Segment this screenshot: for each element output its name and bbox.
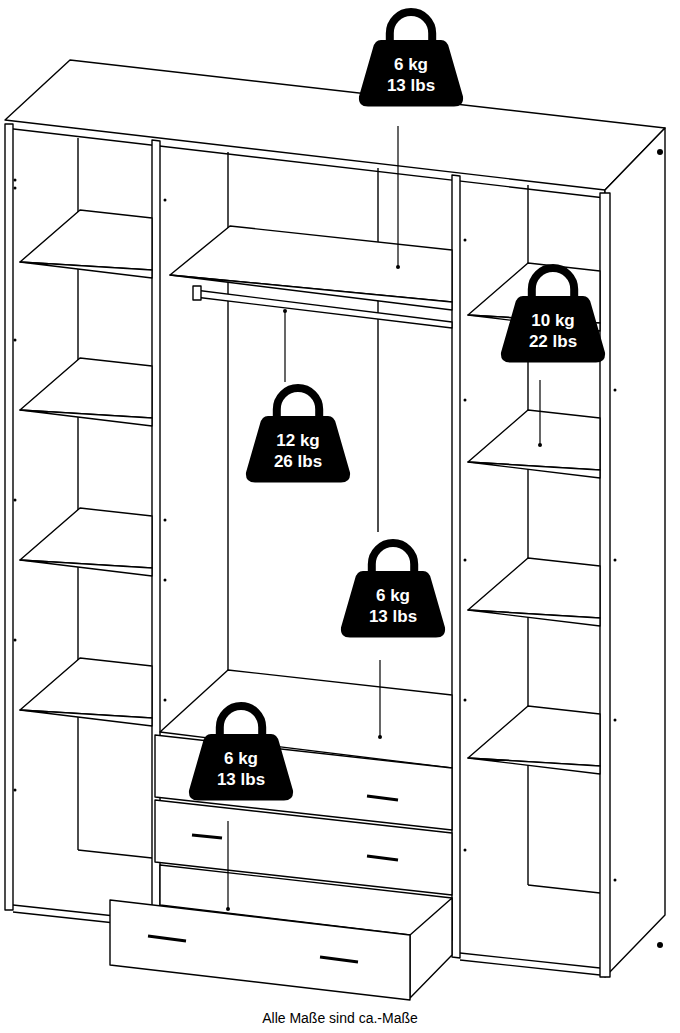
weight-lbs: 13 lbs [188, 769, 294, 790]
weight-body [501, 296, 605, 363]
fixing-holes [14, 149, 664, 948]
weight-lbs: 13 lbs [358, 75, 464, 96]
weight-body [341, 571, 445, 638]
weight-lbs: 26 lbs [245, 451, 351, 472]
drawer-side [410, 898, 452, 998]
leader-dots [226, 265, 542, 911]
weight-kg: 6 kg [340, 585, 446, 606]
weight-icon: 6 kg13 lbs [358, 4, 464, 107]
clothes-rail [195, 290, 452, 328]
rail-holder [193, 286, 201, 300]
side-front [5, 124, 13, 910]
weight-icon: 6 kg13 lbs [340, 535, 446, 638]
weight-kg: 10 kg [500, 310, 606, 331]
caption: Alle Maße sind ca.-Maße [0, 1010, 680, 1026]
weight-kg: 6 kg [358, 54, 464, 75]
top-panel [5, 60, 665, 190]
weight-icon: 6 kg13 lbs [188, 698, 294, 801]
weight-icon: 12 kg26 lbs [245, 380, 351, 483]
weight-body [189, 734, 293, 801]
side-front [600, 193, 610, 977]
side-panel [605, 128, 665, 977]
bottom-edge [460, 953, 600, 968]
weight-lbs: 22 lbs [500, 331, 606, 352]
weight-icon: 10 kg22 lbs [500, 260, 606, 363]
weight-lbs: 13 lbs [340, 606, 446, 627]
drawer-handles [148, 796, 398, 962]
back-line [377, 168, 378, 532]
divider [452, 175, 460, 958]
top-edge [5, 128, 605, 198]
bottom-edge [460, 960, 600, 975]
bottom-back [528, 885, 600, 893]
weight-kg: 6 kg [188, 748, 294, 769]
weight-body [246, 416, 350, 483]
drawer-front [110, 900, 410, 1000]
weight-body [359, 40, 463, 107]
left-shelves [20, 210, 152, 726]
bottom-back [78, 850, 152, 858]
weight-kg: 12 kg [245, 430, 351, 451]
